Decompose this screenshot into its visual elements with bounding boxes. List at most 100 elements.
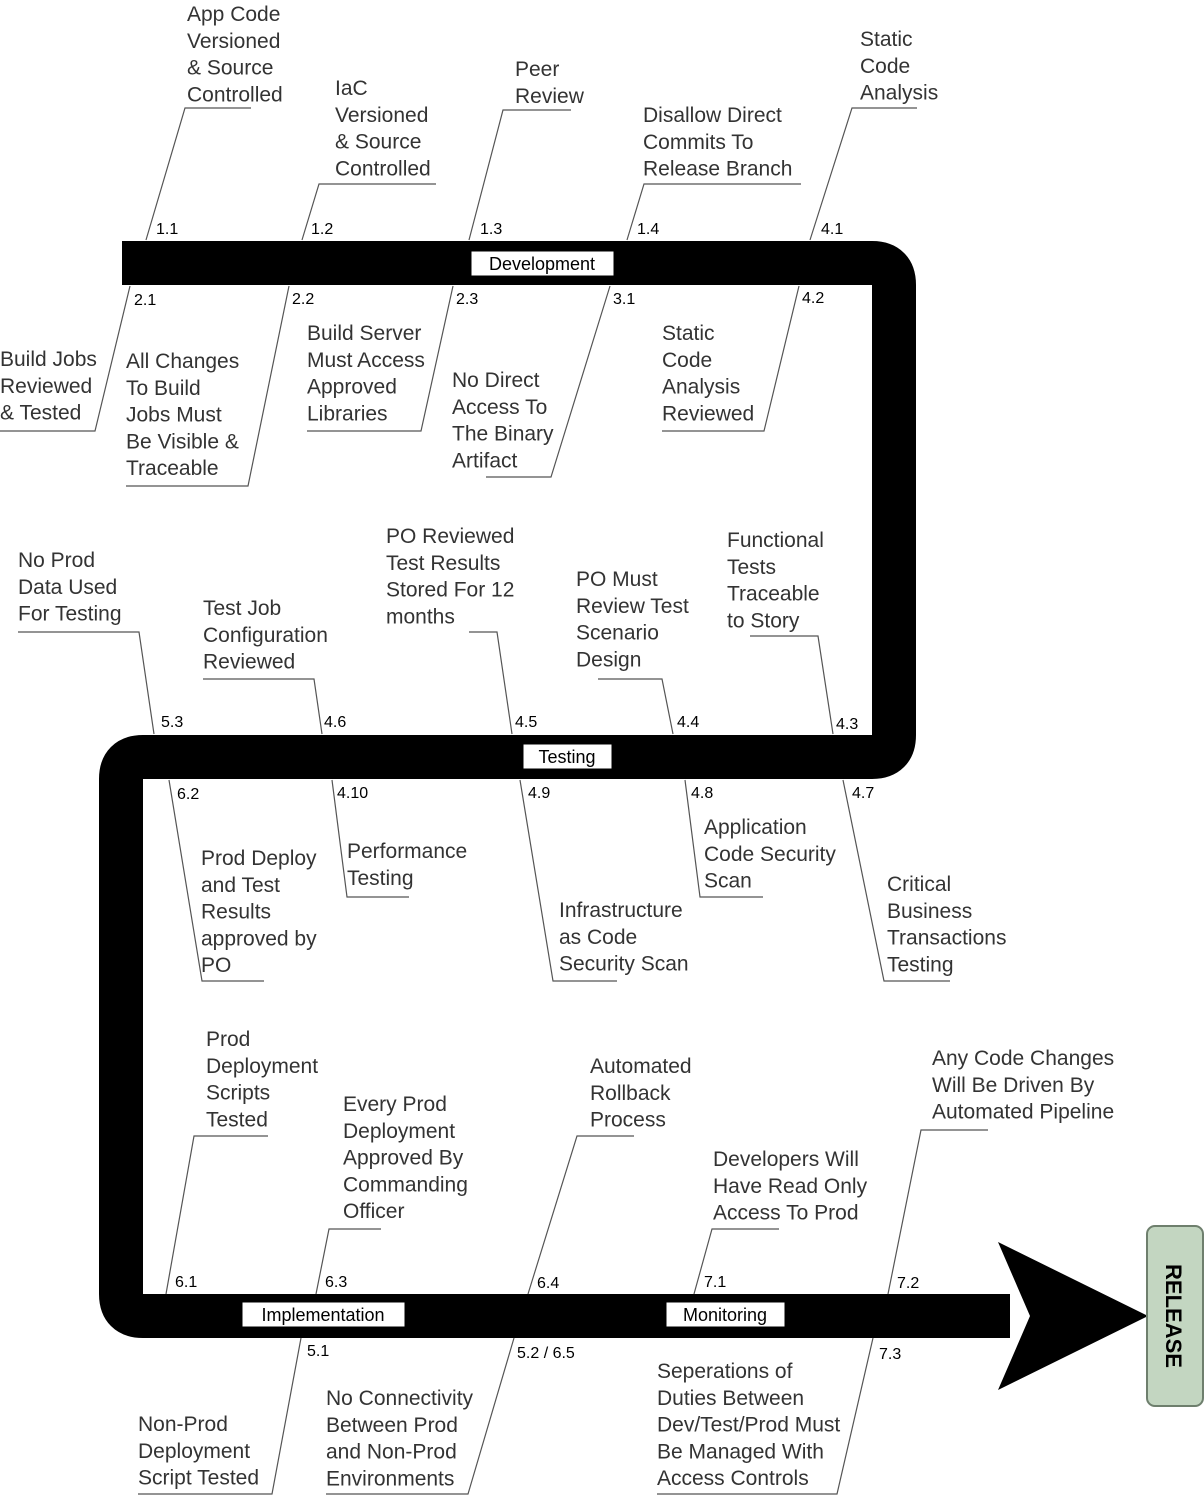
leader-line: [331, 779, 409, 898]
control-label-line: Test Results: [386, 552, 500, 575]
control-label-line: Build Server: [307, 322, 421, 345]
leader-line: [486, 285, 611, 478]
control-label-line: Data Used: [18, 576, 117, 599]
stage-box-development: [470, 250, 615, 277]
control-label-line: Business: [887, 900, 972, 923]
control-label-line: Libraries: [307, 402, 388, 425]
stage-box-monitoring: [665, 1301, 786, 1328]
control-number: 4.7: [852, 785, 874, 802]
control-label-line: Deployment: [138, 1440, 250, 1463]
control-label-line: Design: [576, 648, 641, 671]
control-number: 4.4: [677, 714, 699, 731]
control-label-line: Code Security: [704, 843, 836, 866]
control-label-line: Prod Deploy: [201, 847, 317, 870]
control-label-line: App Code: [187, 3, 280, 26]
pipeline-path: [99, 241, 1010, 1338]
control-label-line: Deployment: [206, 1055, 318, 1078]
release-label: RELEASE: [1161, 1264, 1186, 1368]
control-number: 2.2: [292, 291, 314, 308]
stage-label-implementation: Implementation: [261, 1305, 384, 1325]
control-number: 6.3: [325, 1274, 347, 1291]
control-label-line: PO Must: [576, 568, 658, 591]
control-label-line: For Testing: [18, 603, 122, 626]
control-label-line: PO Reviewed: [386, 525, 514, 548]
control-label-line: Non-Prod: [138, 1413, 228, 1436]
stage-label-monitoring: Monitoring: [683, 1305, 767, 1325]
control-label-line: Reviewed: [662, 402, 754, 425]
control-label-line: Reviewed: [0, 375, 92, 398]
leader-line: [126, 285, 290, 487]
control-label-line: No Prod: [18, 549, 95, 572]
stage-box-testing: [522, 743, 613, 770]
control-label-line: Access To Prod: [713, 1202, 859, 1225]
control-label-line: Tests: [727, 556, 776, 579]
control-label-line: Jobs Must: [126, 404, 222, 427]
control-label-line: and Non-Prod: [326, 1441, 457, 1464]
release-box: [1146, 1225, 1204, 1407]
control-number: 4.1: [821, 221, 843, 238]
leader-line: [809, 107, 917, 241]
control-label-line: Reviewed: [203, 651, 295, 674]
leader-line: [887, 1129, 988, 1295]
control-label-line: Application: [704, 816, 807, 839]
control-number: 7.1: [704, 1274, 726, 1291]
leader-line: [519, 779, 617, 982]
leader-line: [598, 678, 674, 735]
leader-line: [527, 1135, 634, 1295]
control-number: 1.4: [637, 221, 659, 238]
control-label-line: Functional: [727, 529, 824, 552]
leader-line: [842, 779, 950, 982]
control-number: 7.3: [879, 1346, 901, 1363]
control-number: 1.2: [311, 221, 333, 238]
control-number: 6.4: [537, 1275, 559, 1292]
leader-line: [657, 1337, 874, 1495]
control-label-line: Static: [860, 28, 913, 51]
control-label-line: Between Prod: [326, 1414, 458, 1437]
control-label-line: Analysis: [662, 376, 740, 399]
control-label-line: Code: [662, 349, 712, 372]
control-label-line: Review: [515, 85, 585, 108]
control-label-line: Every Prod: [343, 1093, 447, 1116]
control-number: 5.2 / 6.5: [517, 1345, 575, 1362]
leader-line: [0, 285, 131, 432]
control-label-line: No Connectivity: [326, 1387, 474, 1410]
control-label-line: Versioned: [187, 30, 280, 53]
control-number: 7.2: [897, 1275, 919, 1292]
control-label-line: Controlled: [187, 83, 283, 106]
control-label-line: IaC: [335, 77, 368, 100]
control-label-line: to Story: [727, 609, 800, 632]
control-label-line: Controlled: [335, 157, 431, 180]
control-label-line: PO: [201, 954, 231, 977]
control-label-line: Access Controls: [657, 1467, 809, 1490]
control-label-line: & Source: [335, 131, 421, 154]
control-label-line: Process: [590, 1109, 666, 1132]
